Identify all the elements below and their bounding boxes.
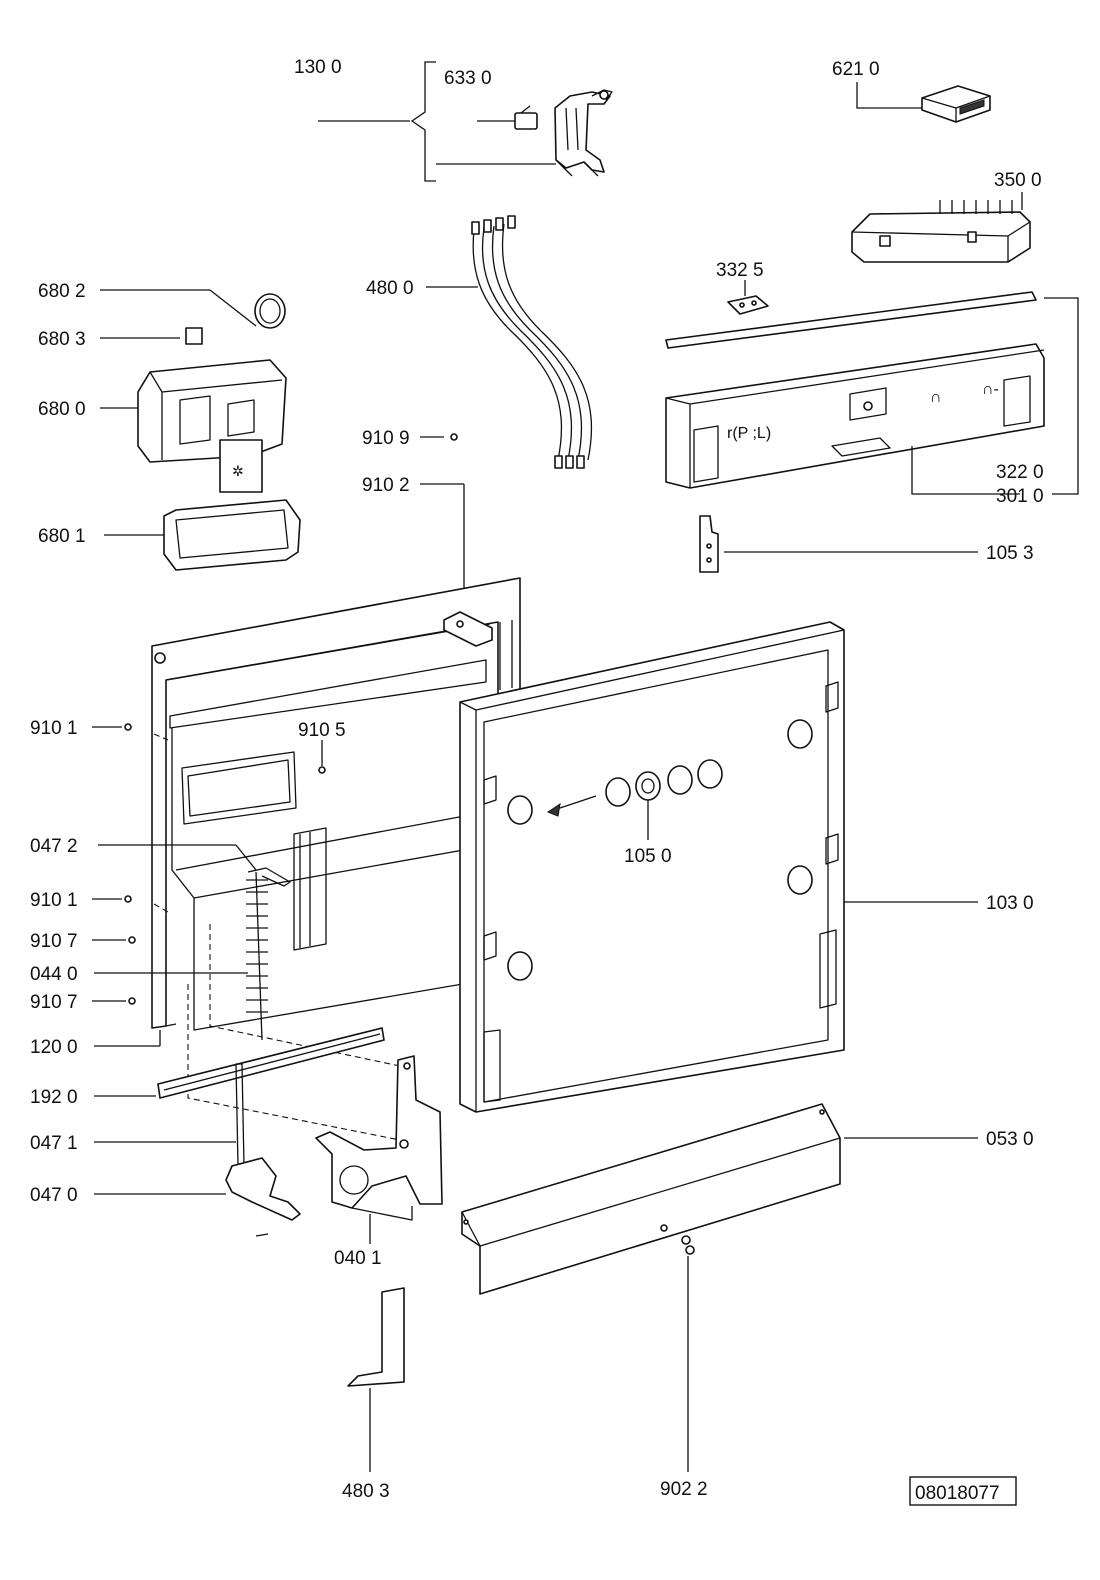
wiring-harness-part (426, 215, 592, 469)
document-number-box: 08018077 (909, 1476, 1017, 1506)
callout-labels: 130 0 633 0 621 0 350 0 480 0 332 5 680 … (30, 57, 1044, 1502)
svg-text:✲: ✲ (232, 463, 244, 479)
callout-040-1: 040 1 (334, 1248, 382, 1269)
callout-621-0: 621 0 (832, 59, 880, 80)
callout-680-2: 680 2 (38, 281, 86, 302)
callout-480-3: 480 3 (342, 1481, 390, 1502)
callout-910-1-mid: 910 1 (30, 890, 78, 911)
callout-480-0: 480 0 (366, 278, 414, 299)
dispenser-group: ✲ (100, 289, 301, 571)
svg-text:∩: ∩ (930, 389, 942, 406)
door-rail-part (94, 1027, 385, 1099)
fastener-part (681, 1235, 695, 1472)
callout-902-2: 902 2 (660, 1479, 708, 1500)
programmer-part (851, 192, 1031, 263)
callout-301-0: 301 0 (996, 486, 1044, 507)
bracket-part (699, 515, 978, 573)
hinge-part (315, 1055, 443, 1244)
kick-plate-part (461, 1103, 978, 1295)
foot-bracket-part (347, 1287, 405, 1472)
control-panel-part: r(P ;L) ∩ ∩- (665, 291, 1079, 495)
callout-910-7-top: 910 7 (30, 931, 78, 952)
inner-door-panel (151, 577, 521, 1031)
callout-350-0: 350 0 (994, 170, 1042, 191)
callout-633-0: 633 0 (444, 68, 492, 89)
callout-047-0: 047 0 (30, 1185, 78, 1206)
callout-680-0: 680 0 (38, 399, 86, 420)
clip-part (727, 280, 769, 315)
callout-910-2: 910 2 (362, 475, 410, 496)
connector-block-part (856, 82, 991, 123)
door-rollers (507, 719, 813, 981)
microswitch-part (514, 105, 538, 130)
screw-part (420, 433, 458, 441)
callout-322-0: 322 0 (996, 462, 1044, 483)
door-lock-part (554, 89, 613, 177)
callout-680-1: 680 1 (38, 526, 86, 547)
callout-105-0: 105 0 (624, 846, 672, 867)
outer-door-panel (459, 621, 978, 1113)
small-screws (92, 723, 326, 1005)
leader-line (235, 844, 257, 871)
document-number: 08018077 (915, 1483, 1000, 1504)
callout-910-1-top: 910 1 (30, 718, 78, 739)
svg-text:r(P ;L): r(P ;L) (727, 425, 771, 442)
callout-910-7-bottom: 910 7 (30, 992, 78, 1013)
callout-103-0: 103 0 (986, 893, 1034, 914)
callout-910-9: 910 9 (362, 428, 410, 449)
callout-680-3: 680 3 (38, 329, 86, 350)
spring-rod-part (94, 1063, 301, 1237)
callout-047-2: 047 2 (30, 836, 78, 857)
callout-053-0: 053 0 (986, 1129, 1034, 1150)
switch-assembly-group (318, 61, 613, 182)
callout-105-3: 105 3 (986, 543, 1034, 564)
callout-044-0: 044 0 (30, 964, 78, 985)
svg-text:∩-: ∩- (982, 381, 999, 398)
callout-910-5: 910 5 (298, 720, 346, 741)
callout-047-1: 047 1 (30, 1133, 78, 1154)
callout-120-0: 120 0 (30, 1037, 78, 1058)
callout-192-0: 192 0 (30, 1087, 78, 1108)
door-spring-part (246, 867, 291, 1041)
callout-130-0: 130 0 (294, 57, 342, 78)
callout-332-5: 332 5 (716, 260, 764, 281)
